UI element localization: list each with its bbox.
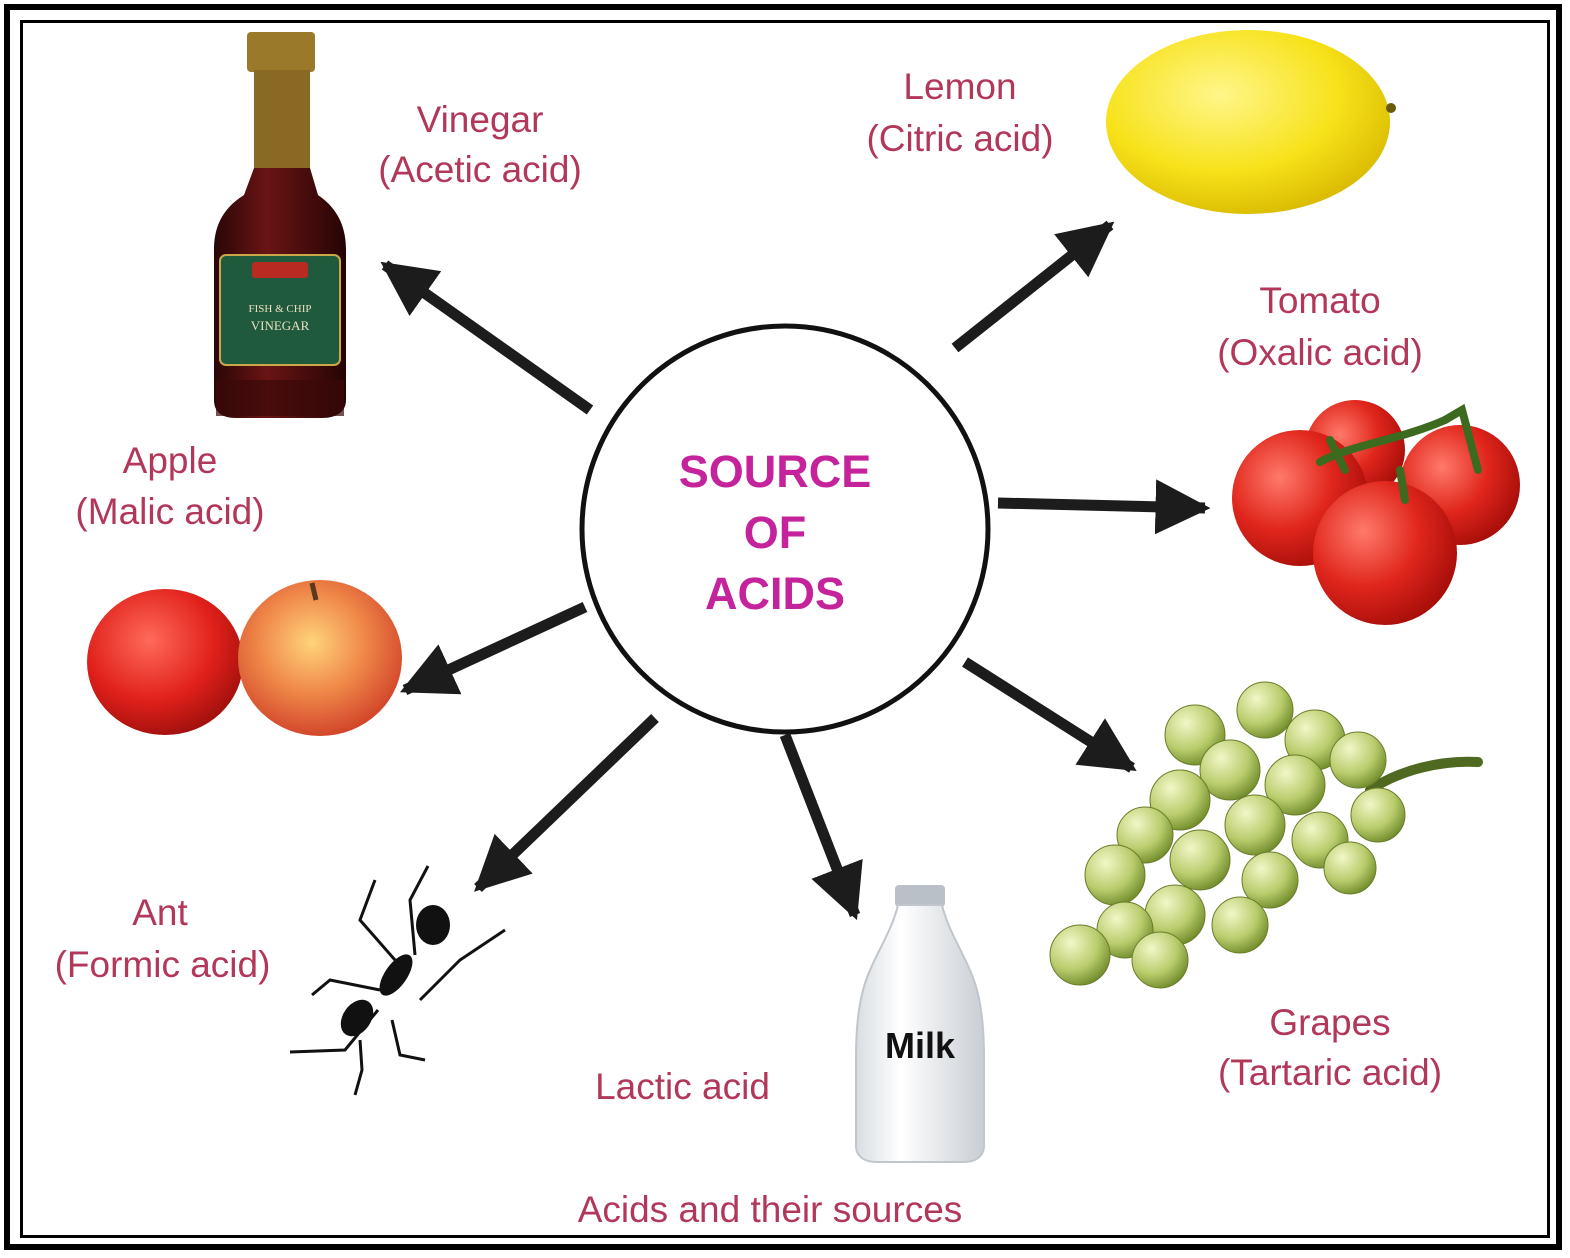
vinegar-bottle-image: FISH & CHIP VINEGAR [214,32,346,418]
apple-name-label: Apple [70,436,270,486]
ant-name-label: Ant [60,888,260,938]
diagram-caption: Acids and their sources [530,1185,1010,1235]
center-title-line3: ACIDS [640,563,910,625]
tomato-acid-label: (Oxalic acid) [1185,328,1455,378]
center-title-line2: OF [640,502,910,564]
center-title-line1: SOURCE [640,441,910,503]
grapes-image [1050,682,1478,988]
vinegar-bottle-label-line1: FISH & CHIP [249,303,312,315]
arrow-to-milk [785,735,855,915]
lemon-acid-label: (Citric acid) [840,114,1080,164]
tomato-name-label: Tomato [1210,276,1430,326]
milk-bottle-image: Milk [856,885,984,1162]
grapes-acid-label: (Tartaric acid) [1190,1048,1470,1098]
vinegar-bottle-label-line2: VINEGAR [251,318,310,333]
arrow-to-tomato [998,503,1205,508]
arrow-to-vinegar [385,265,590,410]
lemon-image [1106,30,1396,214]
grapes-name-label: Grapes [1230,998,1430,1048]
lemon-name-label: Lemon [860,62,1060,112]
milk-bottle-label: Milk [885,1025,956,1066]
arrow-to-ant [478,718,655,888]
tomato-image [1232,400,1520,625]
vinegar-acid-label: (Acetic acid) [350,145,610,195]
ant-acid-label: (Formic acid) [25,940,300,990]
milk-acid-label: Lactic acid [560,1062,805,1112]
arrow-to-lemon [955,225,1110,348]
apple-image [87,580,402,736]
arrow-to-apple [405,607,585,690]
apple-acid-label: (Malic acid) [50,487,290,537]
ant-image [290,866,505,1095]
vinegar-name-label: Vinegar [380,95,580,145]
arrow-to-grapes [965,662,1132,768]
